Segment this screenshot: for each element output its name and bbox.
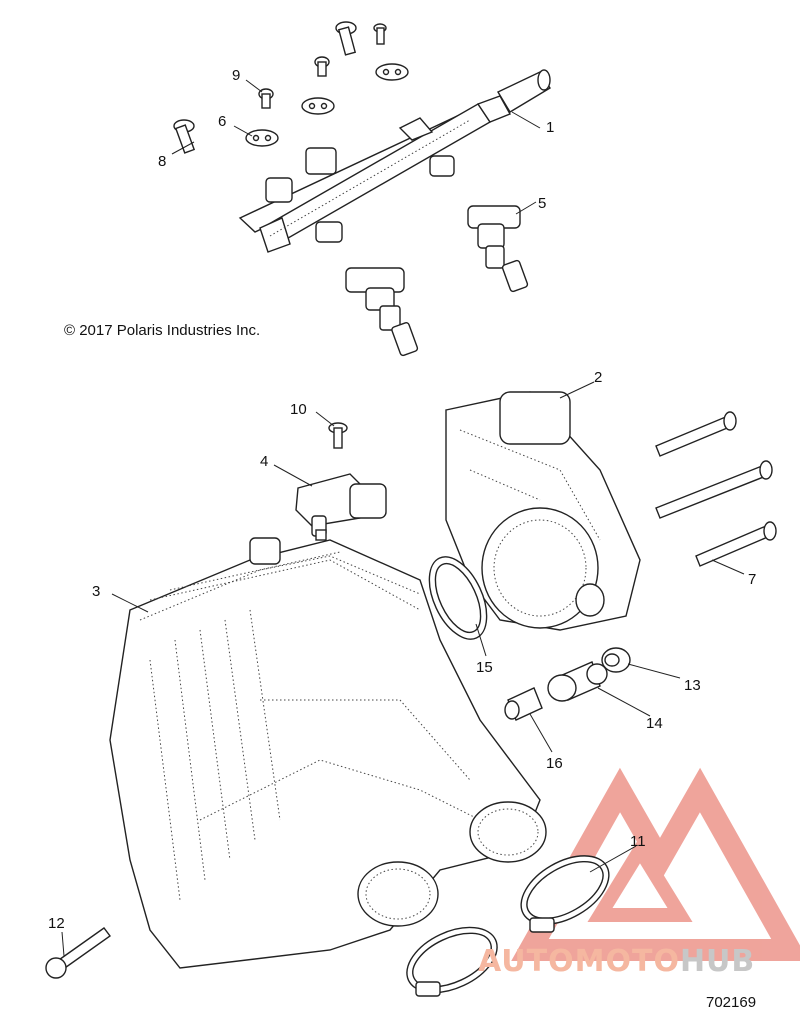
- leader-lines: [61, 79, 745, 957]
- copyright-notice: © 2017 Polaris Industries Inc.: [64, 322, 261, 339]
- callout-2: 2: [594, 369, 602, 386]
- bushing-13-part: [601, 647, 631, 673]
- bolt-8-part: [173, 119, 196, 154]
- map-sensor-part: [295, 473, 387, 541]
- fuel-rail-part: [238, 69, 551, 253]
- washer-upper-part: [301, 21, 409, 115]
- callout-labels: 1 2 3 4 5 6 7 8 9 10 11 12 13 14 15 16: [48, 67, 756, 932]
- callout-5: 5: [538, 195, 546, 212]
- watermark-logo-icon: [511, 767, 800, 961]
- throttle-body-part: [445, 391, 641, 631]
- watermark-text-part2: HUB: [679, 944, 756, 979]
- callout-15: 15: [476, 659, 493, 676]
- callout-10: 10: [290, 401, 307, 418]
- callout-7: 7: [748, 571, 756, 588]
- callout-16: 16: [546, 755, 563, 772]
- callout-8: 8: [158, 153, 166, 170]
- throttle-gasket-part: [428, 556, 488, 640]
- hose-clamp-11-part: [406, 855, 610, 997]
- watermark-text: AUTOMOTOHUB: [478, 944, 755, 979]
- callout-13: 13: [684, 677, 701, 694]
- sleeve-14-part: [547, 661, 608, 702]
- screw-9-part: [258, 88, 274, 109]
- washer-6-part: [245, 129, 279, 147]
- watermark-text-part1: AUTOMOTO: [478, 944, 680, 979]
- callout-4: 4: [260, 453, 268, 470]
- callout-9: 9: [232, 67, 240, 84]
- fuel-injector-part-lower: [345, 267, 419, 357]
- callout-12: 12: [48, 915, 65, 932]
- callout-1: 1: [546, 119, 554, 136]
- screw-10-part: [328, 422, 348, 449]
- pin-16-part: [504, 687, 543, 721]
- fuel-injector-part: [467, 205, 529, 293]
- document-number: 702169: [706, 994, 757, 1011]
- intake-manifold-part: [109, 537, 547, 969]
- callout-3: 3: [92, 583, 100, 600]
- callout-14: 14: [646, 715, 663, 732]
- callout-11: 11: [630, 833, 646, 850]
- long-bolts-7-part: [655, 411, 777, 567]
- bolt-12-part: [45, 927, 111, 979]
- callout-6: 6: [218, 113, 226, 130]
